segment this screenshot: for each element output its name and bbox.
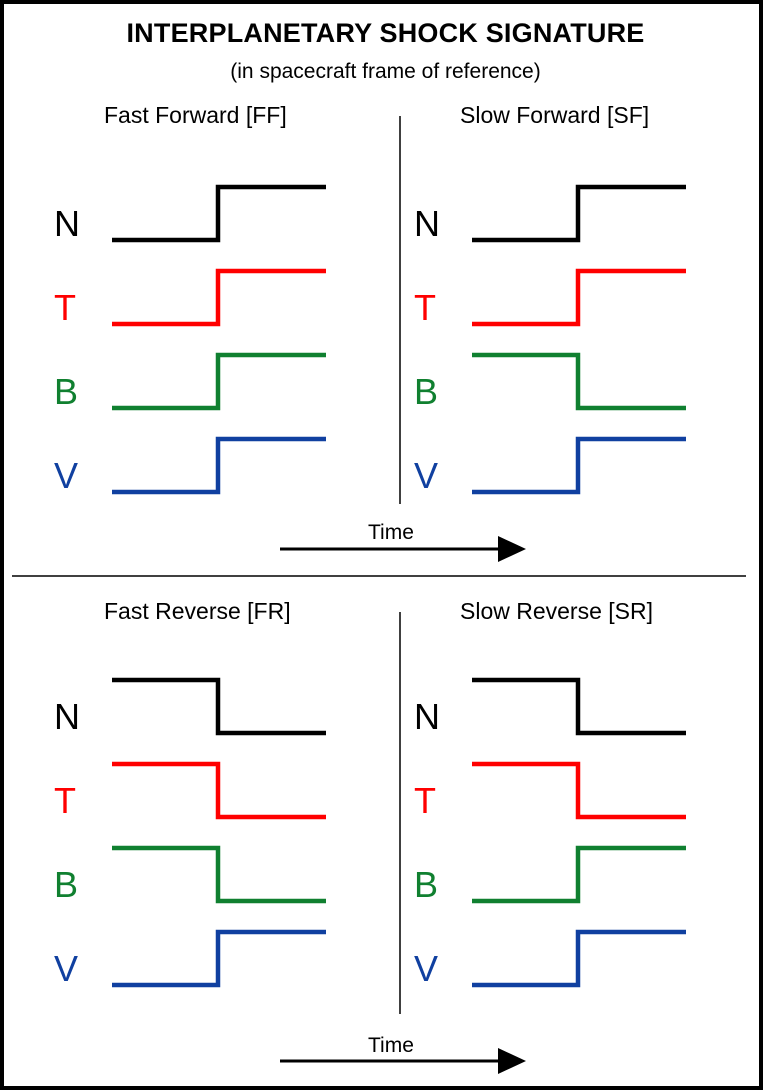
variable-label-v-fr: V: [54, 948, 78, 989]
shock-diagram-svg: N T B V N T B V N T B V N T B V: [12, 116, 746, 1074]
variable-label-v-ff: V: [54, 455, 78, 496]
time-arrow-head: [498, 536, 526, 562]
step-trace-v-ff: [112, 436, 326, 495]
step-trace-v-sr: [472, 929, 686, 988]
diagram-title: INTERPLANETARY SHOCK SIGNATURE: [126, 18, 645, 48]
variable-label-b-ff: B: [54, 371, 78, 412]
shock-traces: N T B V N T B V N T B V N T B V: [54, 184, 686, 989]
variable-label-v-sf: V: [414, 455, 438, 496]
panel-title-sr: Slow Reverse [SR]: [460, 598, 654, 624]
diagram-subtitle: (in spacecraft frame of reference): [230, 60, 541, 83]
step-trace-n-ff: [112, 184, 326, 243]
time-arrow-top: [280, 536, 526, 562]
variable-label-t-sf: T: [414, 287, 436, 328]
variable-label-b-sf: B: [414, 371, 438, 412]
variable-label-v-sr: V: [414, 948, 438, 989]
step-trace-n-sr: [472, 677, 686, 736]
time-label-top: Time: [368, 521, 414, 544]
step-trace-v-fr: [112, 929, 326, 988]
variable-label-b-fr: B: [54, 864, 78, 905]
step-trace-b-sf: [472, 352, 686, 411]
step-trace-v-sf: [472, 436, 686, 495]
variable-label-n-sf: N: [414, 203, 440, 244]
step-trace-n-sf: [472, 184, 686, 243]
variable-label-b-sr: B: [414, 864, 438, 905]
panel-title-sf: Slow Forward [SF]: [460, 102, 650, 128]
step-trace-b-fr: [112, 845, 326, 904]
time-arrow-bottom: [280, 1048, 526, 1074]
variable-label-t-sr: T: [414, 780, 436, 821]
time-arrow-head: [498, 1048, 526, 1074]
step-trace-n-fr: [112, 677, 326, 736]
variable-label-n-ff: N: [54, 203, 80, 244]
step-trace-t-ff: [112, 268, 326, 327]
variable-label-t-ff: T: [54, 287, 76, 328]
time-label-bottom: Time: [368, 1034, 414, 1057]
variable-label-n-fr: N: [54, 696, 80, 737]
step-trace-t-fr: [112, 761, 326, 820]
step-trace-b-sr: [472, 845, 686, 904]
variable-label-t-fr: T: [54, 780, 76, 821]
panel-title-ff: Fast Forward [FF]: [104, 102, 287, 128]
step-trace-b-ff: [112, 352, 326, 411]
panel-title-fr: Fast Reverse [FR]: [104, 598, 291, 624]
step-trace-t-sr: [472, 761, 686, 820]
variable-label-n-sr: N: [414, 696, 440, 737]
step-trace-t-sf: [472, 268, 686, 327]
